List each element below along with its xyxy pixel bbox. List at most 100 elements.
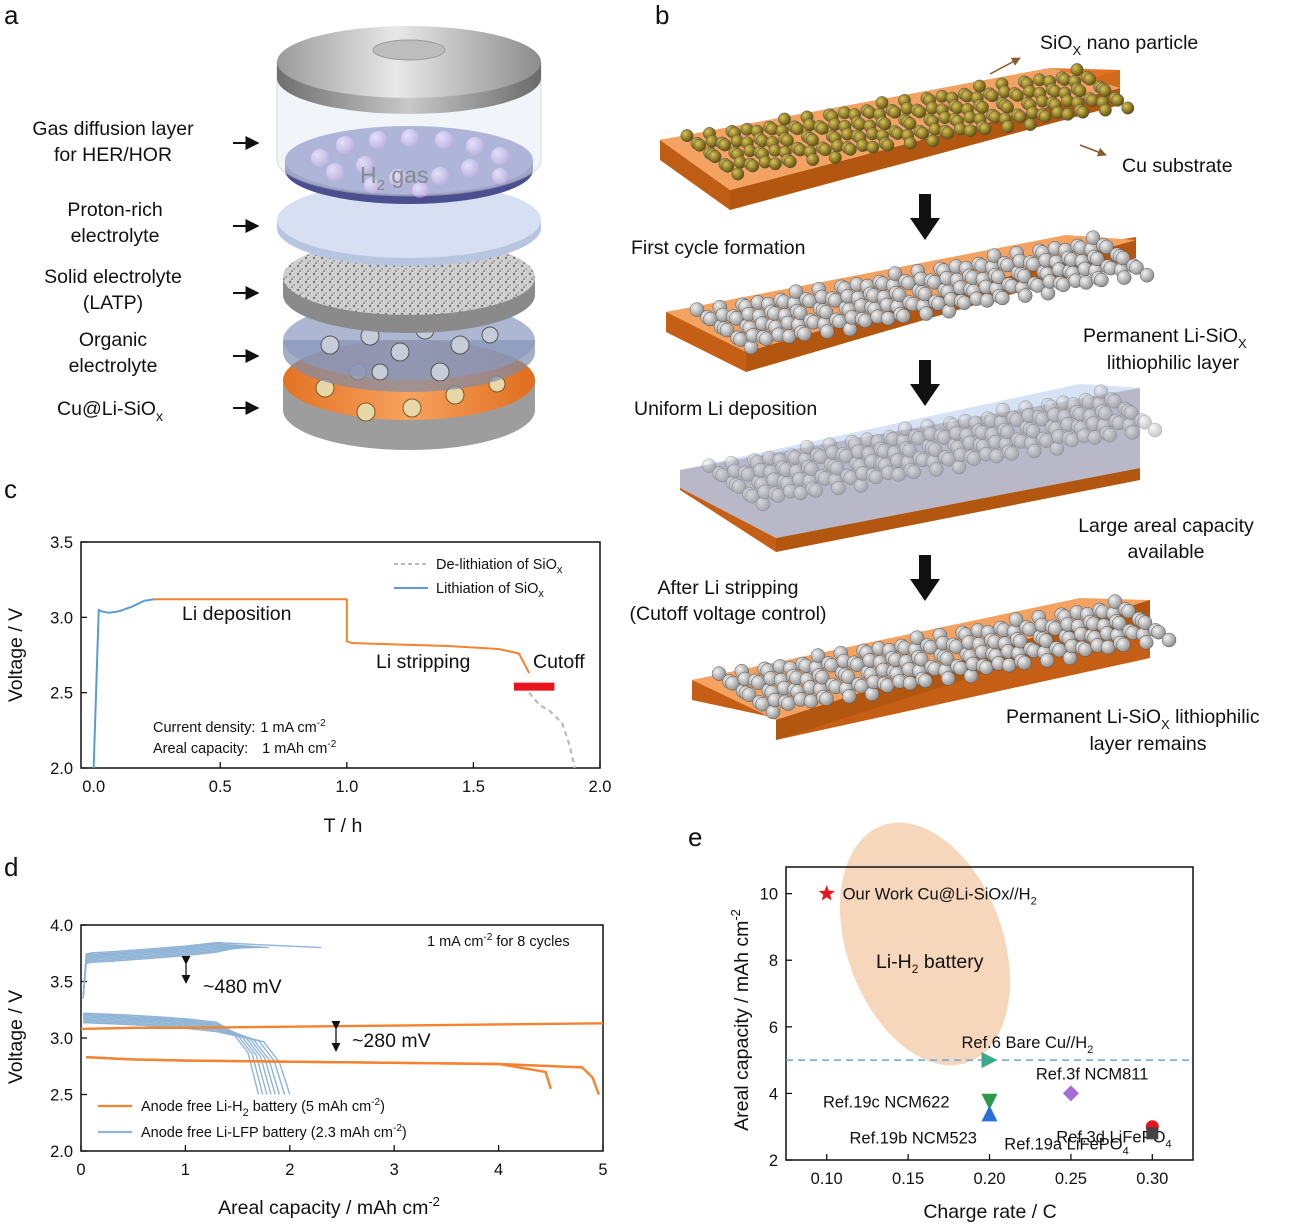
- particle: [808, 483, 824, 498]
- particle: [1078, 642, 1093, 657]
- particle: [866, 140, 880, 154]
- lfp-charge-curve: [82, 945, 259, 999]
- particle: [897, 421, 913, 436]
- particle: [841, 689, 857, 704]
- y-tick-label: 2: [769, 1152, 778, 1170]
- particle: [718, 138, 732, 152]
- particle: [1017, 655, 1032, 671]
- particle: [1125, 425, 1140, 440]
- y-tick-label: 6: [769, 1019, 778, 1037]
- particle: [741, 687, 757, 702]
- chart-e-xlabel: Charge rate / C: [923, 1201, 1056, 1223]
- y-tick-label: 2.0: [50, 760, 73, 778]
- particle: [940, 671, 956, 686]
- particle: [1116, 637, 1131, 653]
- panel-label-e: e: [688, 822, 702, 852]
- particle: [1129, 260, 1144, 275]
- particle: [880, 311, 896, 326]
- particle: [1121, 101, 1135, 115]
- particle: [701, 458, 717, 473]
- x-tick-label: 0.5: [209, 778, 232, 796]
- particle: [1100, 639, 1116, 655]
- particle: [903, 117, 917, 131]
- particle: [880, 678, 895, 693]
- legend-c-delith: De-lithiation of SiOx: [436, 557, 563, 576]
- particle: [929, 462, 944, 477]
- particle: [909, 630, 925, 645]
- x-tick-label: 0.30: [1136, 1170, 1168, 1188]
- particle: [979, 660, 994, 675]
- particle: [840, 669, 856, 684]
- anno-cutoff: Cutoff: [533, 651, 585, 673]
- particle: [927, 442, 943, 457]
- lfp-charge-curve: [82, 946, 238, 999]
- particle: [1001, 100, 1014, 114]
- cutoff-bar: [513, 682, 555, 691]
- particle: [1111, 615, 1127, 631]
- particle: [1151, 624, 1166, 640]
- point-label: Ref.3d LiFePO4: [1056, 1129, 1171, 1151]
- panel-label-a: a: [4, 0, 19, 30]
- particle: [819, 324, 835, 339]
- after-stripping-label-b: (Cutoff voltage control): [630, 603, 827, 625]
- particle: [906, 464, 922, 480]
- particle: [1107, 594, 1123, 609]
- x-tick-label: 0.0: [82, 778, 105, 796]
- particle: [1085, 230, 1101, 245]
- particle: [780, 133, 794, 147]
- x-tick-label: 3: [390, 1161, 399, 1179]
- particle: [1107, 393, 1122, 409]
- particle: [781, 329, 797, 344]
- particle: [792, 305, 808, 321]
- particle: [1010, 88, 1024, 102]
- lfp-charge-curve: [82, 941, 322, 999]
- y-tick-label: 2.5: [50, 1087, 73, 1105]
- particle: [818, 304, 834, 320]
- particle: [1025, 423, 1041, 439]
- y-tick-label: 10: [760, 886, 778, 904]
- particle: [864, 686, 880, 702]
- x-tick-label: 0.15: [892, 1170, 924, 1188]
- particle: [1098, 84, 1112, 98]
- particle: [979, 293, 995, 308]
- lfp-discharge-curve: [83, 1017, 276, 1095]
- li-h2-curve: [80, 1022, 604, 1031]
- particle: [918, 306, 934, 321]
- particle: [1121, 603, 1136, 619]
- particle: [781, 696, 796, 711]
- x-tick-label: 1.0: [335, 778, 358, 796]
- marker-diamond: [1062, 1085, 1079, 1102]
- large-capacity-label-b: available: [1128, 541, 1205, 563]
- particle: [828, 151, 842, 164]
- particle: [887, 266, 903, 281]
- particle: [1094, 272, 1109, 288]
- chart-c-xlabel: T / h: [324, 815, 363, 837]
- uniform-deposition-label: Uniform Li deposition: [634, 398, 817, 420]
- panel-b: SiOX nano particle Cu substrate First cy…: [630, 32, 1260, 755]
- particle: [1012, 633, 1028, 649]
- li-siox-particles-4: [711, 594, 1177, 720]
- panel-label-b: b: [655, 0, 669, 30]
- layer-label-4b: electrolyte: [69, 355, 158, 377]
- particle: [903, 136, 917, 150]
- particle: [1001, 120, 1015, 134]
- particle: [1001, 657, 1017, 673]
- particle: [790, 122, 804, 136]
- siox-nano-label: SiOX nano particle: [1040, 32, 1198, 58]
- siox-pointer: [989, 57, 1021, 75]
- process-arrows: [910, 194, 940, 601]
- layer-label-2b: electrolyte: [71, 225, 160, 247]
- particle: [818, 143, 832, 157]
- particle: [853, 478, 869, 493]
- point-label: Ref.19b NCM523: [850, 1129, 977, 1147]
- particle: [711, 666, 727, 681]
- cu-pointer: [1079, 144, 1107, 157]
- particle: [1089, 251, 1105, 267]
- particle: [858, 313, 873, 329]
- chart-c-series: [92, 598, 576, 769]
- particle: [1049, 441, 1065, 456]
- layer-label-1a: Gas diffusion layer: [32, 118, 194, 140]
- particle: [963, 668, 979, 684]
